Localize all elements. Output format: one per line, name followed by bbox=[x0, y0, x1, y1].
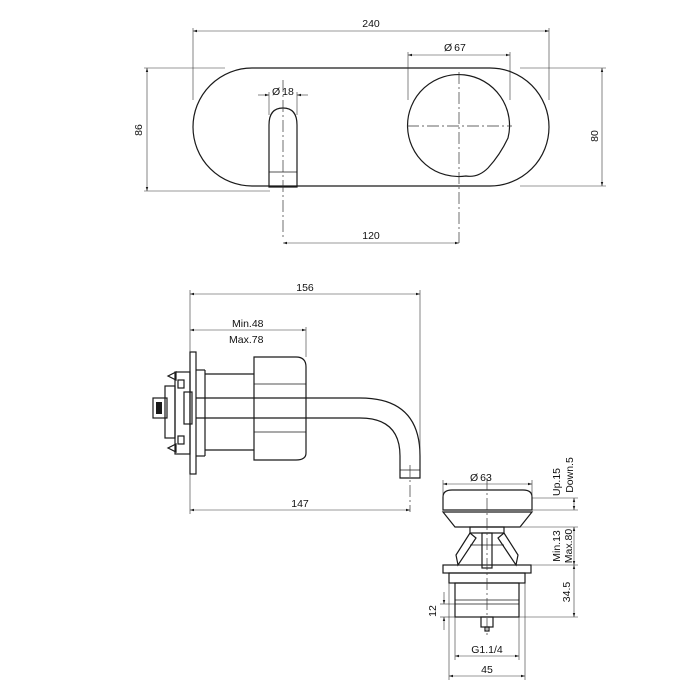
depth-max-label: Max.78 bbox=[229, 334, 264, 346]
wall-plate-outline bbox=[192, 67, 550, 187]
min-13-label: Min.13 bbox=[551, 530, 563, 562]
max-80-label: Max.80 bbox=[563, 529, 575, 564]
height-34-5-label: 34.5 bbox=[561, 582, 573, 603]
height-86-label: 86 bbox=[133, 124, 145, 136]
thread-height-12-label: 12 bbox=[427, 605, 439, 617]
height-80-label: 80 bbox=[589, 130, 601, 142]
depth-min-label: Min.48 bbox=[232, 318, 264, 330]
width-45-label: 45 bbox=[481, 664, 493, 676]
width-240-label: 240 bbox=[362, 18, 380, 30]
thread-spec-label: G1.1/4 bbox=[471, 644, 503, 656]
drain-cap bbox=[442, 489, 533, 511]
reach-147-label: 147 bbox=[291, 498, 309, 510]
down-label: Down.5 bbox=[564, 457, 576, 493]
length-156-label: 156 bbox=[296, 282, 314, 294]
center-distance-120-label: 120 bbox=[362, 230, 380, 242]
side-wall-plate bbox=[189, 351, 197, 475]
side-view: 156 Min.48 Max.78 147 bbox=[152, 282, 421, 514]
valve-stem bbox=[152, 397, 168, 419]
up-label: Up.15 bbox=[551, 468, 563, 496]
side-spout bbox=[196, 397, 421, 479]
side-handle bbox=[253, 356, 307, 461]
handle-outline bbox=[406, 73, 511, 178]
